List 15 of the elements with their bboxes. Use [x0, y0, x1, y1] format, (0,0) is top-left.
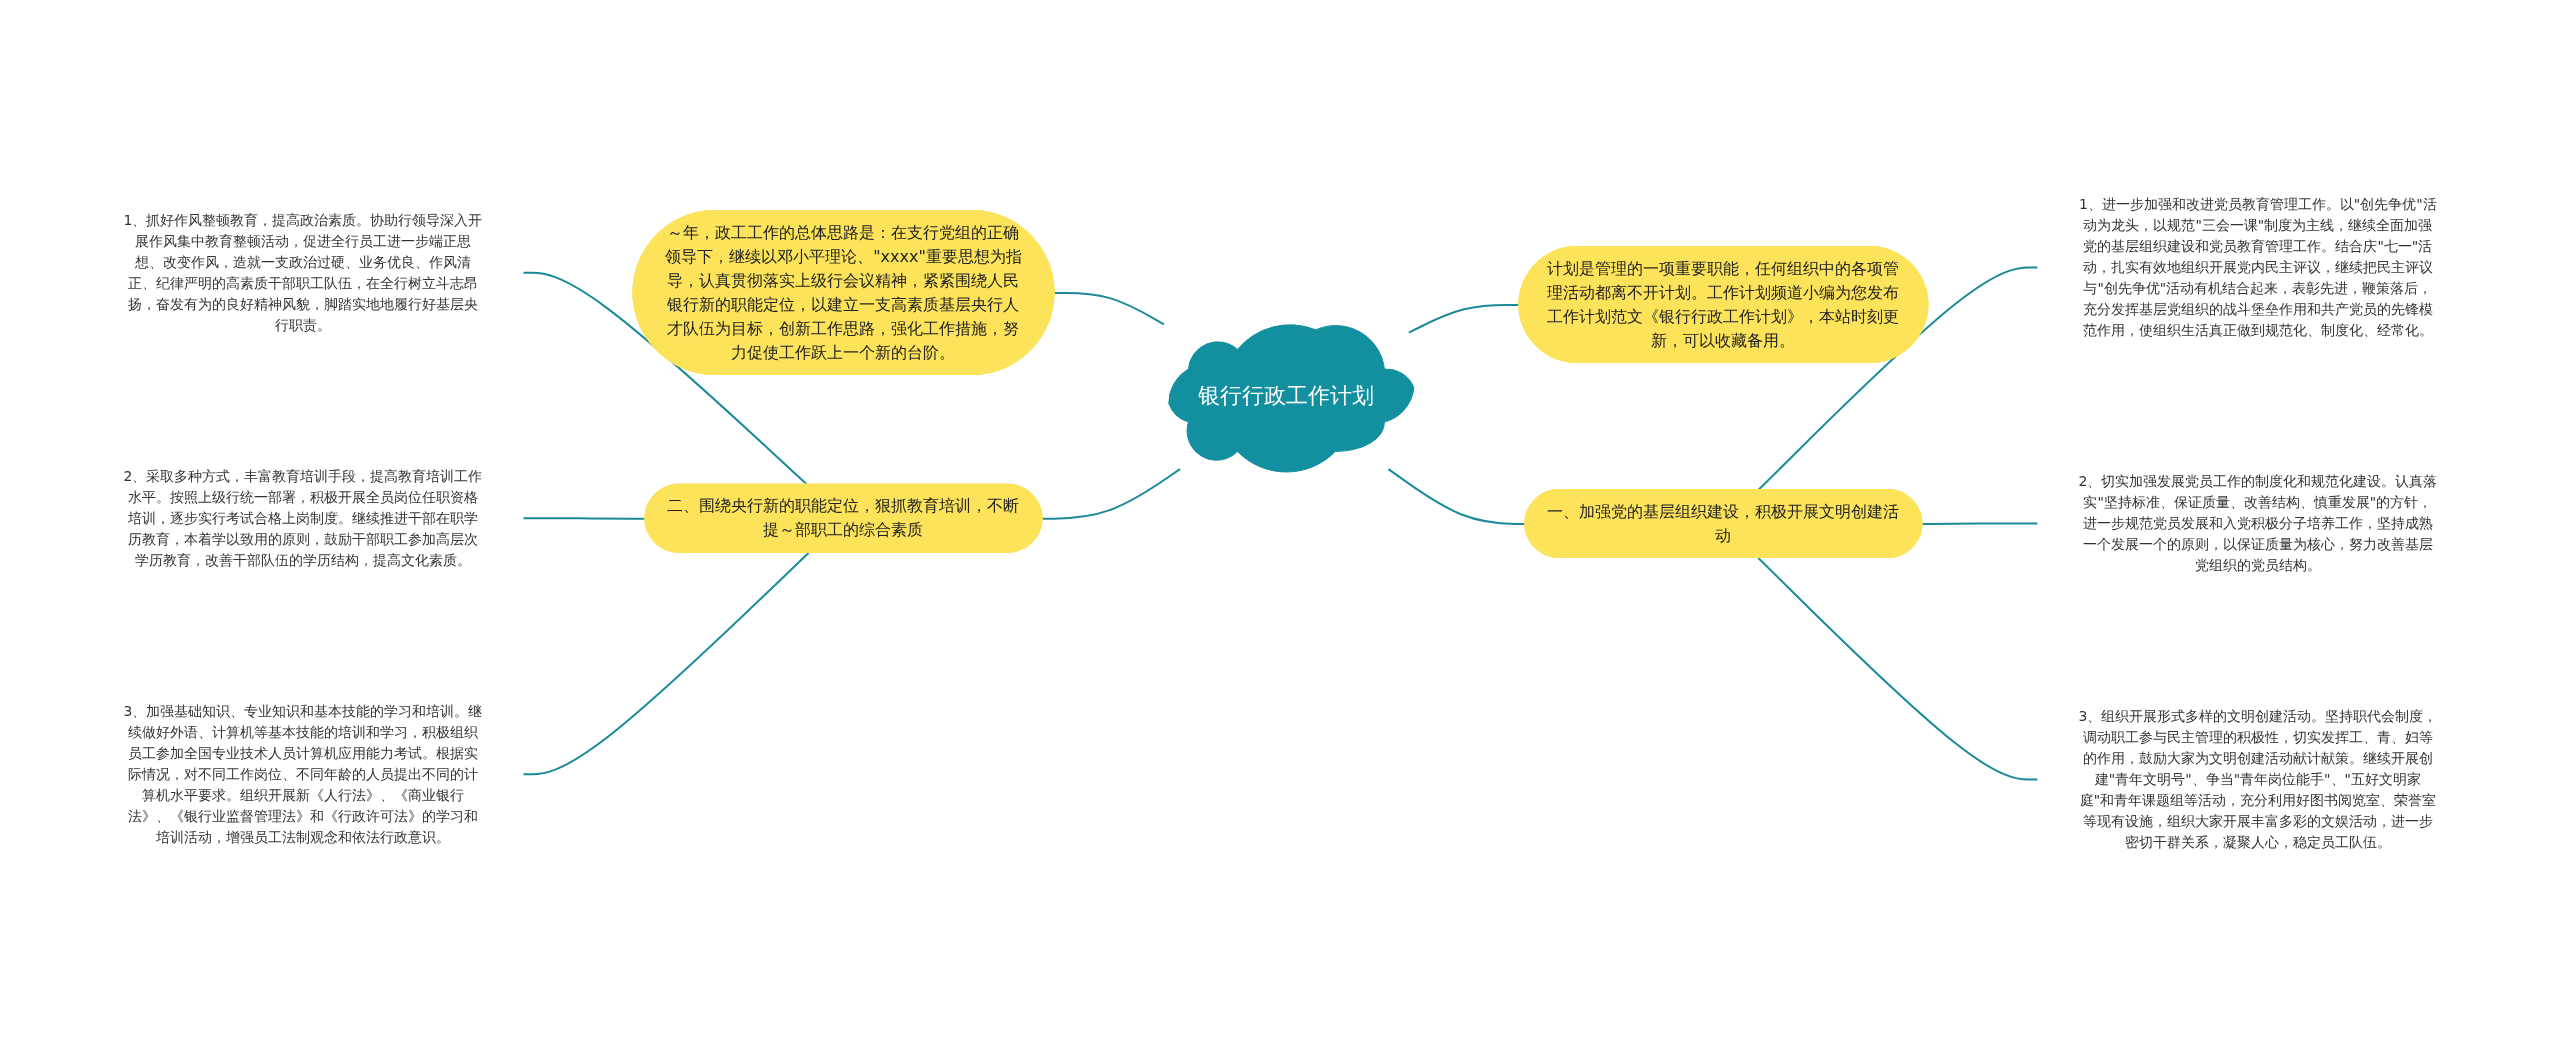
- connector: [1756, 266, 2039, 491]
- connector: [1407, 303, 1520, 334]
- connector: [1756, 557, 2039, 781]
- node-text: 2、采取多种方式，丰富教育培训手段，提高教育培训工作水平。按照上级行统一部署，积极开展全员岗位任职资格培训，逐步实行考试合格上岗制度。继续推进干部在职学历教育，本着学以致用的原则，鼓励干部职工参加高层次学历教育，改善干部队伍的学历结构，提高文化素质。: [123, 467, 483, 568]
- connector: [521, 271, 808, 486]
- connector: [1920, 522, 2039, 525]
- node-text: 1、抓好作风整顿教育，提高政治素质。协助行领导深入开展作风集中教育整顿活动，促进全行员工进一步端正思想、改变作风，造就一支政治过硬、业务优良、作风清正、纪律严明的高素质干部职工队伍，在全行树立斗志昂扬，奋发有为的良好精神风貌，脚踏实地地履行好基层央行职责。: [123, 211, 483, 333]
- connector: [521, 551, 810, 776]
- connector: [1053, 291, 1165, 326]
- node-text: 2、切实加强发展党员工作的制度化和规范化建设。认真落实"坚持标准、保证质量、改善结构、慎重发展"的方针，进一步规范党员发展和入党积极分子培养工作，坚持成熟一个发展一个的原则，以保证质量为核心，努力改善基层党组织的党员结构。: [2077, 473, 2437, 573]
- connector: [1387, 468, 1526, 525]
- node-text: 3、加强基础知识、专业知识和基本技能的学习和培训。继续做好外语、计算机等基本技能的培训和学习，积极组织员工参加全国专业技术人员计算机应用能力考试。根据实际情况，对不同工作岗位、不同年龄的人员提出不同的计算机水平要求。组织开展新《人行法》、《商业银行法》、《银行业监督管理法》和《行政许可法》的学习和培训活动，增强员工法制观念和依法行政意识。: [123, 702, 483, 845]
- node-text: 1、进一步加强和改进党员教育管理工作。以"创先争优"活动为龙头，以规范"三会一课"制度为主线，继续全面加强党的基层组织建设和党员教育管理工作。结合庆"七一"活动，扎实有效地组织开展党内民主评议，继续把民主评议与"创先争优"活动有机结合起来，表彰先进，鞭策落后，充分发挥基层党组织的战斗堡垒作用和共产党员的先锋模范作用，使组织生活真正做到规范化、制度化、经常化。: [2078, 196, 2437, 338]
- connector: [1041, 468, 1181, 520]
- node-text: 3、组织开展形式多样的文明创建活动。坚持职代会制度，调动职工参与民主管理的积极性，切实发挥工、青、妇等的作用，鼓励大家为文明创建活动献计献策。继续开展创建"青年文明号"、争当"青年岗位能手"、"五好文明家庭"和青年课题组等活动，充分利用好图书阅览室、荣誉室等现有设施，组织大家开展丰富多彩的文娱活动，进一步密切干群关系，凝聚人心，稳定员工队伍。: [2077, 708, 2437, 850]
